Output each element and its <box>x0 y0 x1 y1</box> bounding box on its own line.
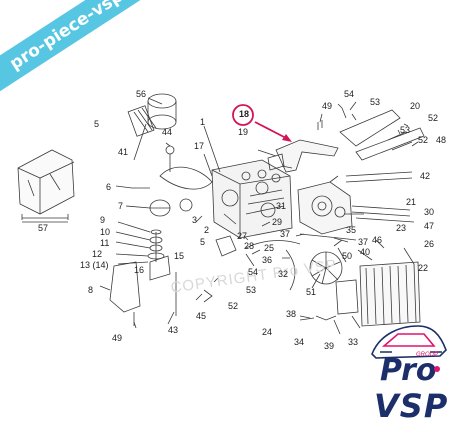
part-label: 54 <box>344 89 355 99</box>
air-filter-56 <box>127 93 177 137</box>
rod-30 <box>355 217 415 223</box>
part-label: 34 <box>294 337 305 347</box>
part-label: 15 <box>174 251 185 261</box>
part-label: 8 <box>88 285 94 295</box>
bolts-54 <box>341 107 357 121</box>
bolts-49 <box>317 120 323 130</box>
shroud-51 <box>335 279 359 315</box>
hose-39 <box>333 319 341 335</box>
part-label: 48 <box>436 135 447 145</box>
part-label: 54 <box>248 267 259 277</box>
part-label: 20 <box>410 101 421 111</box>
part-label: 33 <box>348 337 359 347</box>
part-label: 11 <box>100 238 110 248</box>
part-label: 37 <box>358 237 369 247</box>
radiator-22 <box>359 261 421 327</box>
part-label: 49 <box>112 333 123 343</box>
part-label: 21 <box>406 197 417 207</box>
part-label: 24 <box>262 327 273 337</box>
hose-35 <box>299 233 357 241</box>
brand-logo: GROUP Pro VSP <box>360 350 460 436</box>
engine-block <box>211 159 293 239</box>
part-label: 28 <box>244 241 255 251</box>
part-label: 23 <box>396 223 407 233</box>
part-label: 53 <box>370 97 381 107</box>
part-label: 32 <box>278 269 289 279</box>
part-label: 5 <box>200 237 206 247</box>
alternator-7 <box>149 198 193 217</box>
part-label: 3 <box>192 215 198 225</box>
part-label: 51 <box>306 287 317 297</box>
clip-38 <box>299 315 337 321</box>
part-label: 30 <box>424 207 435 217</box>
part-label: 44 <box>162 127 173 137</box>
part-label: 43 <box>168 325 179 335</box>
part-label: 39 <box>324 341 335 351</box>
part-label: 57 <box>38 223 49 233</box>
rod-42 <box>345 171 413 183</box>
part-label: 19 <box>238 127 249 137</box>
part-label: 7 <box>118 201 124 211</box>
part-label: 1 <box>200 117 206 127</box>
brand-tag: GROUP <box>416 352 439 358</box>
part-label: 47 <box>424 221 435 231</box>
part-label: 5 <box>94 119 100 129</box>
part-label: 41 <box>118 147 129 157</box>
hose-33 <box>351 315 361 329</box>
part-label: 37 <box>280 229 291 239</box>
part-label: 12 <box>92 249 103 259</box>
part-label: 53 <box>246 285 257 295</box>
highlight-arrow <box>232 104 292 142</box>
part-label: 45 <box>196 311 207 321</box>
part-label: 18 <box>239 109 250 119</box>
part-label: 56 <box>136 89 147 99</box>
part-label: 52 <box>428 113 439 123</box>
bracket-18 <box>275 139 339 173</box>
fan-50 <box>309 251 343 285</box>
brand-line2: VSP <box>374 387 449 425</box>
bolt-stack <box>147 229 165 262</box>
part-label: 38 <box>286 309 297 319</box>
fitting-44 <box>165 145 175 155</box>
arm-20 <box>339 109 401 147</box>
part-label: 52 <box>228 301 239 311</box>
brand-line1: Pro <box>380 353 437 388</box>
part-label: 25 <box>264 243 275 253</box>
hose-36 <box>245 240 301 249</box>
part-label: 29 <box>272 217 283 227</box>
part-label: 27 <box>237 231 248 241</box>
part-label: 49 <box>322 101 333 111</box>
part-label: 10 <box>100 227 111 237</box>
part-label: 6 <box>106 182 112 192</box>
hose-24 <box>285 249 296 291</box>
rod-21 <box>351 205 411 217</box>
part-label: 13 (14) <box>80 260 109 270</box>
part-label: 52 <box>418 135 429 145</box>
part-label: 17 <box>194 141 205 151</box>
brand-dot <box>434 366 440 372</box>
part-label: 42 <box>420 171 431 181</box>
part-label: 22 <box>418 263 429 273</box>
part-label: 50 <box>342 251 353 261</box>
part-label: 26 <box>424 239 435 249</box>
support-16 <box>149 255 171 281</box>
spring-45 <box>203 289 213 303</box>
part-label: 31 <box>276 201 287 211</box>
gearbox-31 <box>297 181 353 235</box>
part-label: 9 <box>100 215 106 225</box>
part-label: 53 <box>400 125 411 135</box>
brand-car-logo <box>371 325 447 359</box>
part-label: 35 <box>346 225 357 235</box>
part-label: 46 <box>372 235 383 245</box>
tank-5 <box>215 235 237 257</box>
engine-cover-57 <box>17 149 75 220</box>
arm-48 <box>355 127 425 161</box>
part-label: 40 <box>360 247 371 257</box>
belt-41 <box>159 166 213 190</box>
part-label: 16 <box>134 265 145 275</box>
part-label: 36 <box>262 255 273 265</box>
part-label: 2 <box>204 225 210 235</box>
